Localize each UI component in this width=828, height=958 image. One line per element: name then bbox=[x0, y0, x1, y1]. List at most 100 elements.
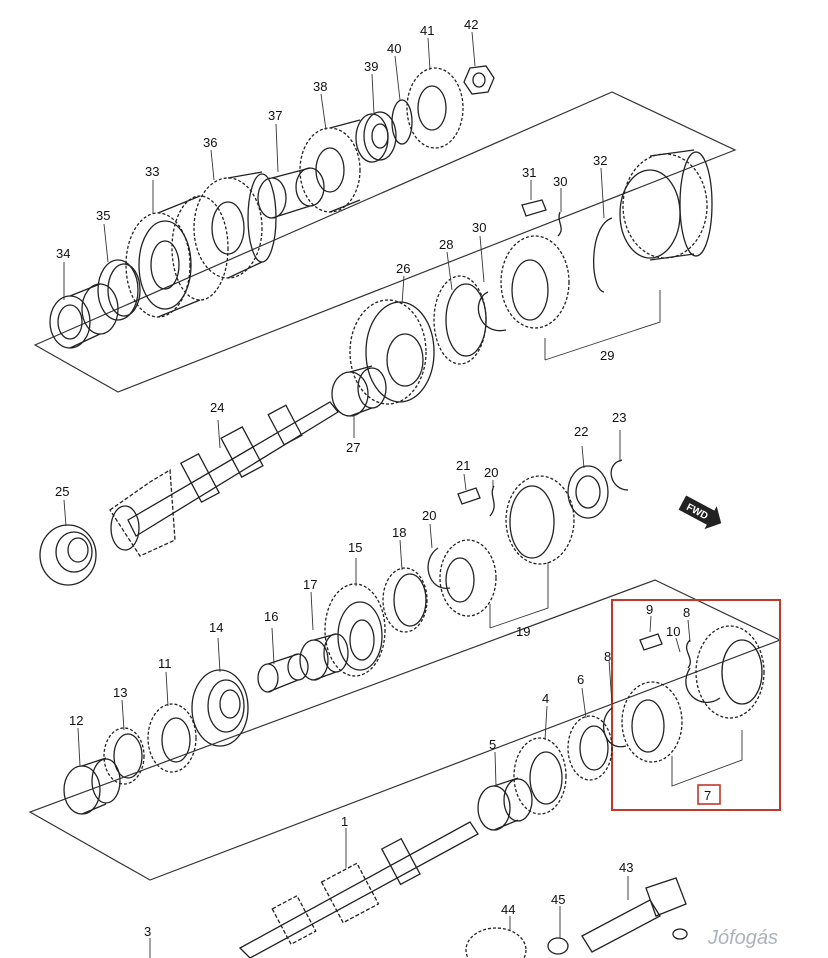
callout-32: 32 bbox=[593, 153, 607, 168]
key-9 bbox=[639, 633, 663, 651]
callout-42: 42 bbox=[464, 17, 478, 32]
snap-ring-32 bbox=[593, 217, 613, 293]
callout-3: 3 bbox=[144, 924, 151, 939]
snap-ring-23 bbox=[610, 459, 629, 491]
spring-30-upper bbox=[557, 211, 562, 237]
nut-42 bbox=[463, 65, 495, 95]
callout-38: 38 bbox=[313, 79, 327, 94]
sleeve-7 bbox=[695, 625, 765, 719]
spring-10 bbox=[685, 639, 691, 669]
gear-36 bbox=[193, 171, 277, 279]
callout-19: 19 bbox=[516, 624, 530, 639]
key-31 bbox=[521, 199, 547, 217]
bolt-43 bbox=[581, 877, 687, 953]
washer-40 bbox=[391, 99, 413, 145]
gear-11 bbox=[147, 703, 197, 773]
callout-17: 17 bbox=[303, 577, 317, 592]
gear-6 bbox=[567, 715, 613, 781]
highlight-box-7 bbox=[611, 599, 781, 811]
synchronizer-ring-18 bbox=[382, 567, 428, 633]
spring-8-upper bbox=[685, 667, 721, 704]
gear-26 bbox=[349, 299, 435, 405]
washer-22 bbox=[567, 465, 609, 519]
gear-33 bbox=[125, 195, 229, 318]
fwd-direction-badge: FWD bbox=[678, 495, 722, 530]
synchronizer-ring-35 bbox=[97, 259, 141, 321]
bearing-25 bbox=[39, 524, 97, 586]
callout-35: 35 bbox=[96, 208, 110, 223]
needle-bearing-17 bbox=[299, 633, 349, 681]
callout-29: 29 bbox=[600, 348, 614, 363]
callout-18: 18 bbox=[392, 525, 406, 540]
spacer-37 bbox=[257, 167, 325, 219]
sleeve-29 bbox=[619, 149, 713, 261]
callout-14: 14 bbox=[209, 620, 223, 635]
callout-26: 26 bbox=[396, 261, 410, 276]
synchronizer-ring-13 bbox=[103, 727, 145, 785]
callout-22: 22 bbox=[574, 424, 588, 439]
spring-30-lower bbox=[477, 291, 507, 332]
callout-43: 43 bbox=[619, 860, 633, 875]
callout-45: 45 bbox=[551, 892, 565, 907]
callout-40: 40 bbox=[387, 41, 401, 56]
shaft-1 bbox=[238, 821, 479, 958]
key-21 bbox=[457, 487, 481, 505]
callout-16: 16 bbox=[264, 609, 278, 624]
hub-7 bbox=[621, 681, 683, 763]
gear-38 bbox=[299, 119, 361, 213]
callout-23: 23 bbox=[612, 410, 626, 425]
callout-36: 36 bbox=[203, 135, 217, 150]
callout-34: 34 bbox=[56, 246, 70, 261]
callout-6: 6 bbox=[577, 672, 584, 687]
gear-15 bbox=[324, 583, 386, 677]
spring-20-upper bbox=[489, 485, 495, 517]
callout-15: 15 bbox=[348, 540, 362, 555]
callout-10: 10 bbox=[666, 624, 680, 639]
callout-9: 9 bbox=[646, 602, 653, 617]
hub-29 bbox=[500, 235, 570, 329]
callout-5: 5 bbox=[489, 737, 496, 752]
callout-20-upper: 20 bbox=[484, 465, 498, 480]
clip-46 bbox=[672, 928, 688, 940]
callout-1: 1 bbox=[341, 814, 348, 829]
gear-41 bbox=[406, 67, 464, 149]
shaft-24 bbox=[109, 401, 339, 557]
callout-8-left: 8 bbox=[604, 649, 611, 664]
callout-28: 28 bbox=[439, 237, 453, 252]
hub-19 bbox=[439, 539, 497, 617]
callout-24: 24 bbox=[210, 400, 224, 415]
callout-8-right: 8 bbox=[683, 605, 690, 620]
needle-bearing-5 bbox=[477, 777, 533, 831]
callout-44: 44 bbox=[501, 902, 515, 917]
synchronizer-ring-28 bbox=[433, 275, 487, 365]
gear-44 bbox=[465, 927, 527, 958]
callout-30-lower: 30 bbox=[472, 220, 486, 235]
upper-plate bbox=[33, 91, 737, 393]
callout-30-upper: 30 bbox=[553, 174, 567, 189]
washer-45 bbox=[547, 937, 569, 955]
callout-27: 27 bbox=[346, 440, 360, 455]
bearing-39 bbox=[355, 111, 397, 163]
spacer-16 bbox=[257, 653, 309, 693]
callout-41: 41 bbox=[420, 23, 434, 38]
callout-39: 39 bbox=[364, 59, 378, 74]
spring-20-lower bbox=[427, 547, 451, 589]
needle-bearing-34 bbox=[49, 283, 119, 349]
callout-labels: 34 35 33 36 37 38 39 40 41 42 31 30 32 3… bbox=[55, 17, 721, 939]
callout-4: 4 bbox=[542, 691, 549, 706]
callout-11: 11 bbox=[158, 656, 172, 671]
watermark: Jófogás bbox=[707, 927, 778, 949]
gear-4 bbox=[513, 737, 567, 815]
callout-13: 13 bbox=[113, 685, 127, 700]
callout-33: 33 bbox=[145, 164, 159, 179]
bearing-14 bbox=[191, 669, 249, 747]
callout-7: 7 bbox=[704, 788, 711, 803]
callout-37: 37 bbox=[268, 108, 282, 123]
callout-25: 25 bbox=[55, 484, 69, 499]
needle-bearing-12 bbox=[63, 757, 121, 815]
callout-12: 12 bbox=[69, 713, 83, 728]
callout-20-lower: 20 bbox=[422, 508, 436, 523]
callout-31: 31 bbox=[522, 165, 536, 180]
sleeve-19 bbox=[505, 475, 575, 565]
